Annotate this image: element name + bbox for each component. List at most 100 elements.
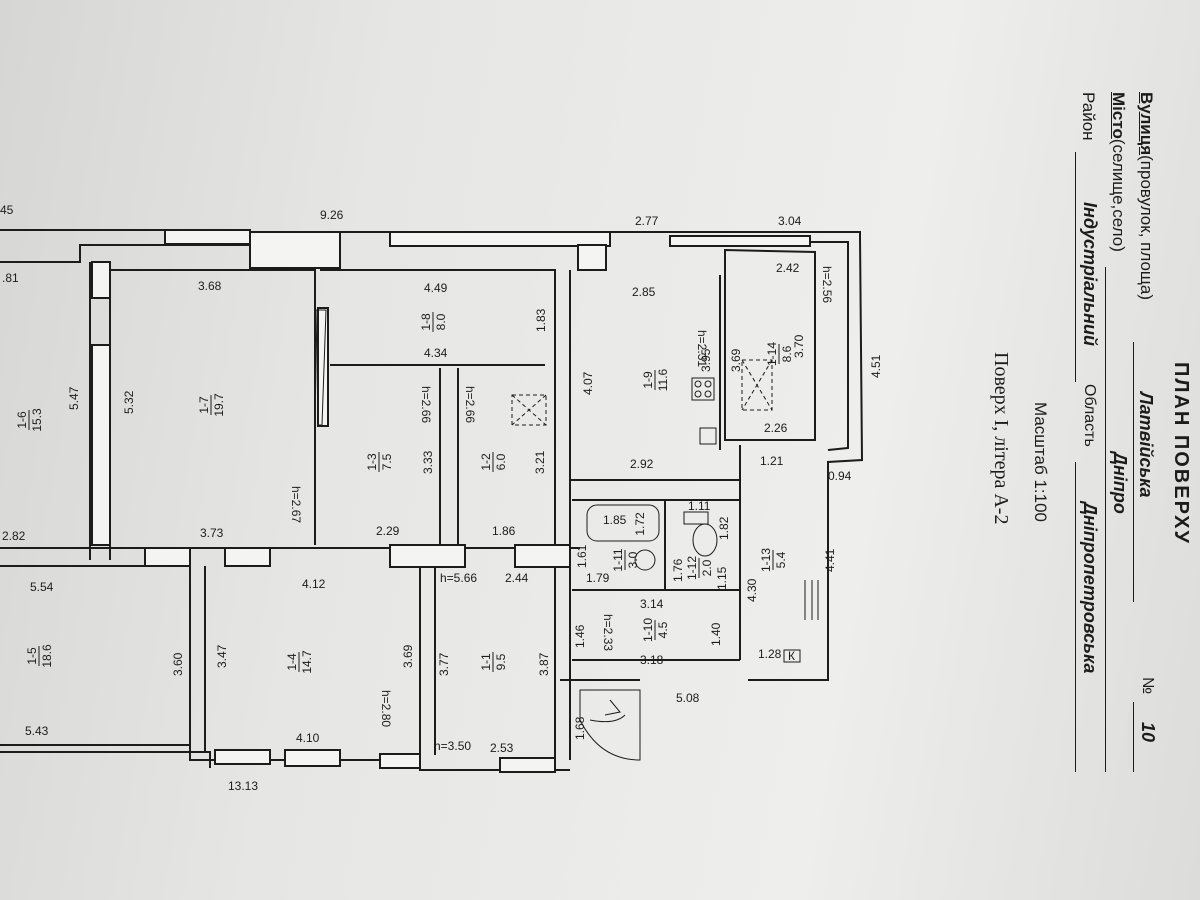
- dim-label: 3.21: [533, 450, 547, 474]
- k-label: К: [788, 649, 795, 663]
- dim-label: 1.86: [492, 524, 516, 538]
- bathtub-icon: [586, 504, 660, 542]
- dim-label: 1.83: [534, 308, 548, 332]
- dim-label: 1.46: [573, 624, 587, 648]
- dim-label: 1.85: [603, 513, 627, 527]
- dim-label: 4.41: [823, 548, 837, 572]
- dim-label: 2.77: [635, 214, 659, 228]
- sink-kitchen-icon: [699, 427, 717, 445]
- dim-label: 2.82: [2, 529, 26, 543]
- dim-label: 3.70: [792, 334, 806, 358]
- svg-text:1-4: 1-4: [285, 653, 299, 671]
- dim-label: 2.85: [632, 285, 656, 299]
- svg-text:4.5: 4.5: [656, 621, 670, 638]
- dim-label: 3.69: [401, 644, 415, 668]
- svg-text:1-5: 1-5: [25, 647, 39, 665]
- svg-text:1-2: 1-2: [479, 453, 493, 471]
- dim-label: 3.33: [421, 450, 435, 474]
- room-label-1-4: 1-4 14.7: [285, 650, 314, 674]
- svg-text:1-9: 1-9: [641, 371, 655, 389]
- dim-label: 5.54: [30, 580, 54, 594]
- svg-text:5.4: 5.4: [774, 551, 788, 568]
- dim-label: 2.53: [490, 741, 514, 755]
- dim-label: 1.82: [717, 516, 731, 540]
- interior-walls: [0, 244, 816, 770]
- dim-label: h=2.66: [419, 386, 433, 423]
- dim-label: 2.92: [630, 457, 654, 471]
- dim-label: 1.76: [671, 558, 685, 582]
- room-label-1-11: 1-11 3.0: [611, 548, 640, 571]
- dim-label: 13.13: [228, 779, 258, 793]
- dim-label: 4.51: [869, 354, 883, 378]
- room-label-1-10: 1-10 4.5: [641, 618, 670, 642]
- dim-label: 3.04: [778, 214, 802, 228]
- svg-text:19.7: 19.7: [212, 393, 226, 417]
- dim-label: 45: [0, 203, 14, 217]
- dim-label: h=2.67: [289, 486, 303, 523]
- dim-label: 4.34: [424, 346, 448, 360]
- dim-label: 1.68: [573, 716, 587, 740]
- dim-label: 3.73: [200, 526, 224, 540]
- svg-text:15.3: 15.3: [30, 408, 44, 432]
- dim-label: 5.08: [676, 691, 700, 705]
- fixtures: [511, 359, 819, 761]
- room-label-1-8: 1-8 8.0: [419, 312, 448, 332]
- svg-text:1-10: 1-10: [641, 618, 655, 642]
- dim-label: h=2.80: [379, 690, 393, 727]
- svg-text:9.5: 9.5: [494, 653, 508, 670]
- stair-arc: [579, 689, 641, 761]
- dim-label: 5.32: [122, 390, 136, 414]
- dim-label: h=2.56: [820, 266, 834, 303]
- dim-label: 4.07: [581, 371, 595, 395]
- room-label-1-3: 1-3 7.5: [365, 452, 394, 472]
- room-label-1-14: 1-14 8.6: [765, 342, 794, 366]
- svg-text:7.5: 7.5: [380, 453, 394, 470]
- svg-text:1-1: 1-1: [479, 653, 493, 671]
- room-label-1-2: 1-2 6.0: [479, 452, 508, 472]
- dim-label: 5.47: [67, 386, 81, 410]
- dim-label: 3.14: [640, 597, 664, 611]
- svg-text:14.7: 14.7: [300, 650, 314, 674]
- dim-label: 1.40: [709, 622, 723, 646]
- k-box: [783, 649, 801, 663]
- dim-label: 1.15: [715, 566, 729, 590]
- dim-label: 2.42: [776, 261, 800, 275]
- dim-label: 2.44: [505, 571, 529, 585]
- svg-text:11.6: 11.6: [656, 368, 670, 391]
- dim-label: h=3.50: [434, 739, 471, 753]
- dim-label: 3.95: [699, 348, 713, 372]
- svg-text:1-11: 1-11: [611, 548, 625, 571]
- boiler-icon: [511, 394, 547, 426]
- dim-label: 3.87: [537, 652, 551, 676]
- dim-label: 3.47: [215, 644, 229, 668]
- dim-label: 1.21: [760, 454, 784, 468]
- room-label-1-6: 1-6 15.3: [15, 408, 44, 432]
- svg-text:6.0: 6.0: [494, 453, 508, 470]
- dim-label: 0.94: [828, 469, 852, 483]
- dim-label: 3.60: [171, 652, 185, 676]
- svg-text:1-3: 1-3: [365, 453, 379, 471]
- dim-label: 3.18: [640, 653, 664, 667]
- dim-label: 2.29: [376, 524, 400, 538]
- dim-label: .81: [2, 271, 19, 285]
- room-label-1-7: 1-7 19.7: [197, 393, 226, 417]
- dim-label: 1.79: [586, 571, 610, 585]
- svg-text:3.0: 3.0: [626, 551, 640, 568]
- svg-text:1-6: 1-6: [15, 411, 29, 429]
- room-label-1-9: 1-9 11.6: [641, 368, 670, 391]
- dim-label: 2.26: [764, 421, 788, 435]
- dim-label: 5.43: [25, 724, 49, 738]
- outer-walls: [0, 229, 864, 773]
- dim-label: 3.68: [198, 279, 222, 293]
- room-label-1-1: 1-1 9.5: [479, 652, 508, 672]
- toilet-icon: [692, 523, 718, 557]
- dim-label: 4.49: [424, 281, 448, 295]
- svg-text:1-14: 1-14: [765, 342, 779, 366]
- dim-label: 1.11: [688, 499, 711, 513]
- stove-icon: [691, 377, 715, 401]
- room-label-bath: 1.72: [633, 512, 647, 536]
- dim-label: h=5.66: [440, 571, 477, 585]
- dim-label: 3.77: [437, 652, 451, 676]
- plan-labels: 45 9.26 2.77 3.04 .81 3.68 4.49 2.85 2.4…: [0, 203, 883, 793]
